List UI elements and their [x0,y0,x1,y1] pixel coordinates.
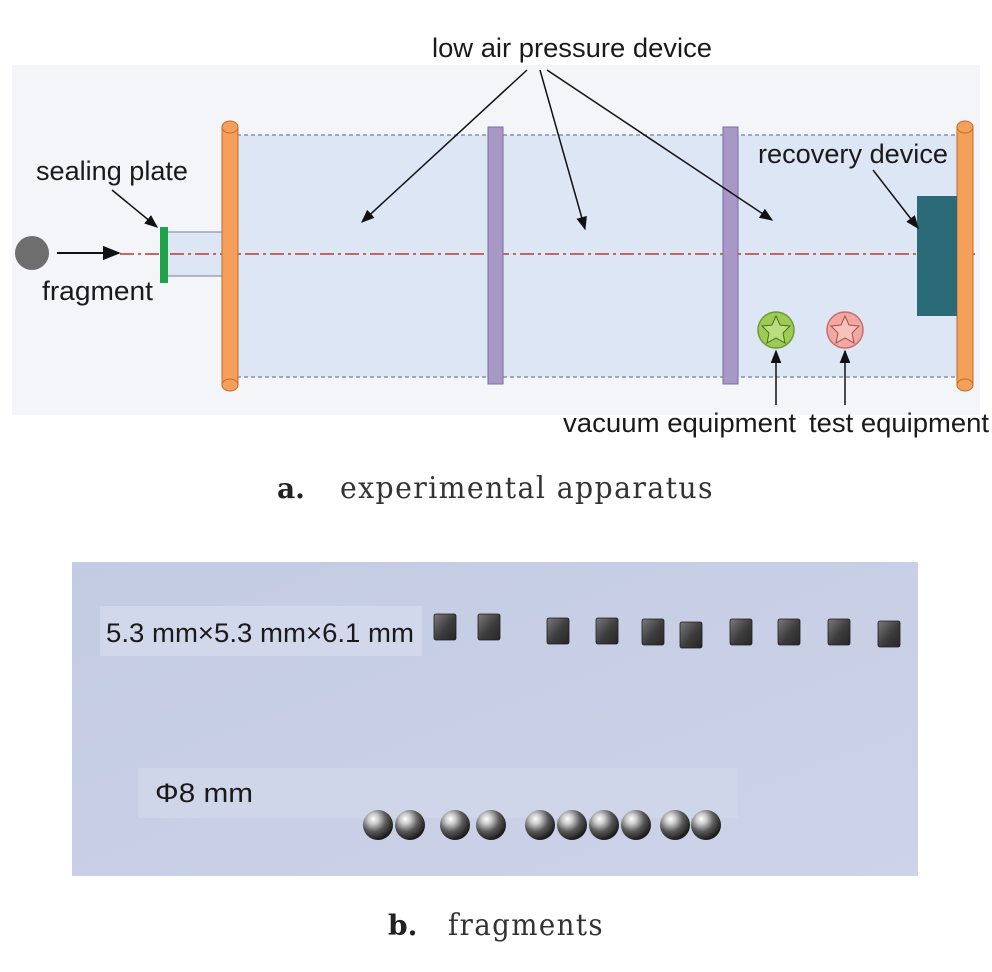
recovery-device [917,196,957,316]
vacuum-equipment-icon [757,311,795,349]
partition-2 [722,126,739,385]
right-flange [956,120,974,392]
sphere-fragment [621,810,651,840]
sphere-fragment [691,810,721,840]
label-low-air-pressure-device: low air pressure device [432,33,712,63]
sphere-fragment [476,810,506,840]
sphere-label-box [138,768,738,818]
cube-fragment [595,617,619,645]
sphere-fragment [363,810,393,840]
label-vacuum-equipment: vacuum equipment [563,408,796,438]
sealing-plate-arrow [111,189,159,228]
fragment-ball [15,236,49,270]
cube-fragments [433,613,901,649]
caption-b-letter: b. [388,909,417,942]
pointer-arrow-2 [539,69,587,231]
apparatus-diagram: low air pressure device sealing plate fr… [12,33,990,506]
sphere-fragment [395,810,425,840]
sphere-fragment [557,810,587,840]
label-cube-size: 5.3 mm×5.3 mm×6.1 mm [106,618,414,648]
cube-fragment [679,621,703,649]
cube-fragment [477,613,501,641]
partition-1 [487,126,504,385]
pointer-arrow-1 [361,69,528,223]
cube-fragment [827,618,851,646]
label-fragment: fragment [42,276,154,306]
caption-a-text: experimental apparatus [340,471,714,506]
label-recovery-device: recovery device [758,139,948,169]
caption-a-letter: a. [277,472,305,505]
sphere-fragment [660,810,690,840]
sphere-fragment [440,810,470,840]
label-test-equipment: test equipment [809,408,990,438]
cube-fragment [729,618,753,646]
recovery-device-arrow [872,169,919,230]
sphere-fragments [363,810,721,840]
pointer-arrow-3 [546,69,774,221]
cube-fragment [433,613,457,641]
label-sealing-plate: sealing plate [36,156,188,186]
cube-fragment [641,618,665,646]
test-equipment-icon [826,311,864,349]
cube-fragment [546,617,570,645]
cube-label-box [100,606,422,656]
label-sphere-diameter: Φ8 mm [155,778,253,808]
left-flange [221,120,239,392]
cube-fragment [877,620,901,648]
sphere-fragment [589,810,619,840]
cube-fragment [777,618,801,646]
sealing-plate [160,227,168,283]
sphere-fragment [525,810,555,840]
caption-b-text: fragments [448,908,604,943]
